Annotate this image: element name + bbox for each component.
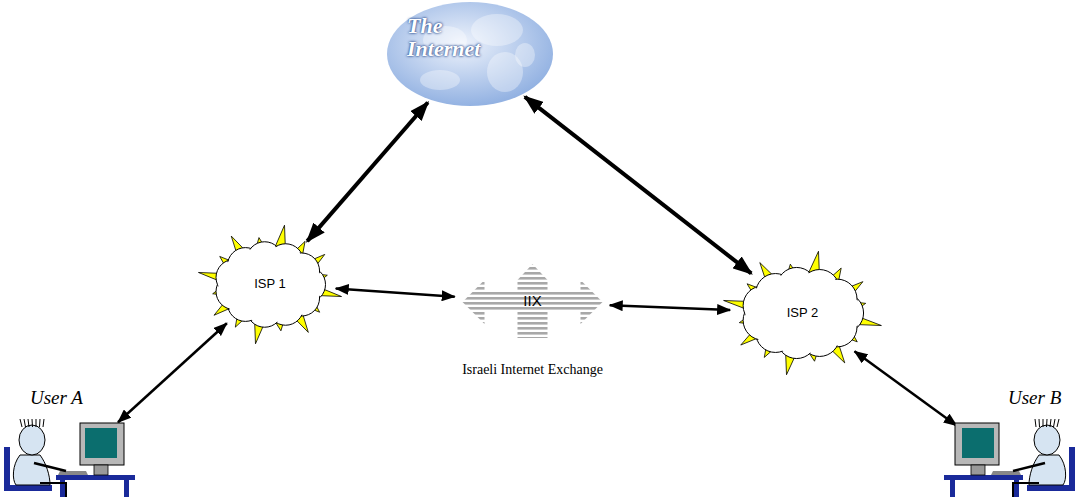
chair [4, 447, 10, 491]
user-label: User A [30, 387, 83, 409]
link-arrow [525, 97, 751, 274]
keyboard [991, 471, 1021, 475]
isp-label: ISP 1 [195, 276, 345, 291]
desk-leg [124, 480, 129, 497]
monitor [955, 423, 999, 465]
monitor-stand [971, 465, 985, 475]
globe-label: The Internet [407, 14, 502, 60]
monitor-screen [962, 428, 994, 458]
isp-cloud: ISP 1 [195, 222, 345, 347]
globe-continent [515, 43, 535, 67]
monitor-stand [94, 465, 108, 475]
link-arrow [307, 103, 428, 242]
person-head [1034, 425, 1060, 455]
isp-label: ISP 2 [720, 305, 885, 320]
person-leg [1013, 483, 1039, 497]
person-hair [1035, 419, 1059, 427]
person-leg [40, 483, 66, 497]
user-label: User B [1008, 387, 1061, 409]
link-arrow [854, 351, 956, 426]
chair [4, 485, 52, 491]
person-arm [1013, 463, 1045, 471]
chair [1027, 485, 1075, 491]
user-workstation: User A [0, 385, 135, 497]
desk-leg [950, 480, 955, 497]
globe-body [387, 2, 553, 106]
chair [1069, 447, 1075, 491]
desk [56, 475, 135, 480]
monitor-screen [85, 428, 117, 458]
user-workstation: User B [944, 385, 1079, 497]
link-arrow [118, 323, 227, 422]
person-arm [34, 463, 66, 471]
exchange-abbrev: IIX [445, 292, 620, 309]
monitor [80, 423, 124, 465]
internet-globe: The Internet [385, 0, 555, 108]
globe-continent [420, 70, 460, 90]
exchange-caption: Israeli Internet Exchange [445, 362, 620, 378]
desk [944, 475, 1023, 480]
person-hair [20, 419, 44, 427]
link-arrow [610, 305, 730, 310]
person-body [13, 455, 50, 485]
exchange-logo: IIX Israeli Internet Exchange [445, 262, 620, 390]
person-head [19, 425, 45, 455]
keyboard [58, 471, 88, 475]
link-arrow [336, 289, 455, 297]
isp-cloud: ISP 2 [720, 248, 885, 378]
person-body [1029, 455, 1066, 485]
